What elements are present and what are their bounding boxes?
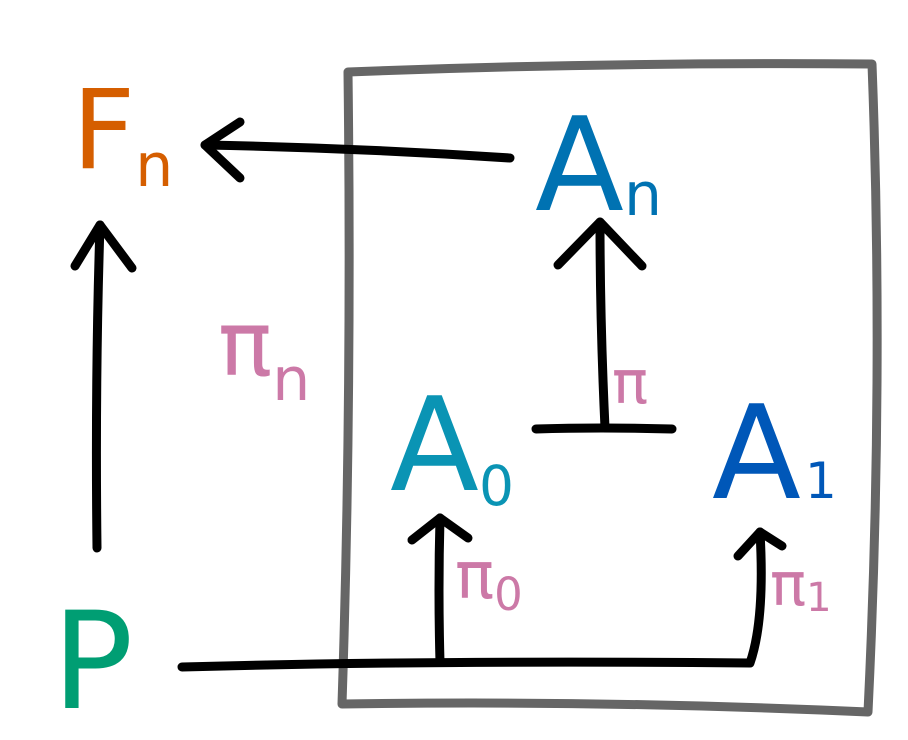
arrowhead-A1 xyxy=(733,527,787,561)
arrowhead-An xyxy=(553,217,647,271)
node-P: P xyxy=(52,583,133,740)
arrow-to-A0 xyxy=(434,513,445,667)
edge-pi-1: π1 xyxy=(770,550,832,621)
arrowhead-P-Fn xyxy=(70,220,137,273)
node-A-0: A0 xyxy=(390,369,514,521)
node-A-1: A1 xyxy=(712,377,837,529)
node-F-n: Fn xyxy=(72,66,173,201)
arrow-An-to-Fn xyxy=(200,140,515,163)
pullback-bar xyxy=(531,423,677,434)
arrowhead-A0 xyxy=(407,513,473,545)
node-A-n: An xyxy=(535,89,662,241)
edge-pi-n: πn xyxy=(218,292,310,415)
arrow-P-to-Fn xyxy=(91,220,105,553)
arrow-pi-to-An xyxy=(595,217,610,433)
edge-pi: π xyxy=(612,348,648,418)
arrowhead-Fn xyxy=(200,117,245,183)
edge-pi-0: π0 xyxy=(455,539,523,621)
product-box xyxy=(337,59,882,717)
arrow-P-to-A0-A1 xyxy=(177,527,766,672)
